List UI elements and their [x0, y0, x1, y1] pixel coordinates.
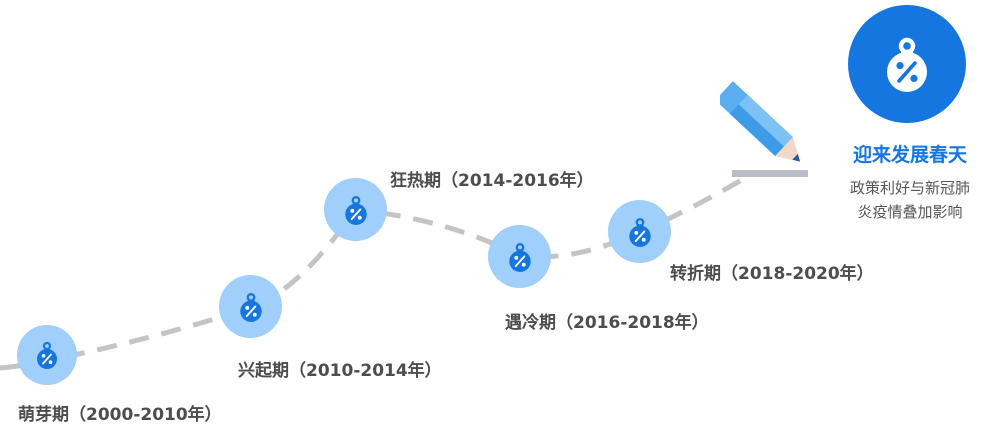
percent-bag-icon — [37, 341, 57, 369]
highlight-description: 政策利好与新冠肺 炎疫情叠加影响 — [832, 176, 988, 224]
stage-node-sprout — [17, 325, 77, 385]
stage-node-turning — [608, 200, 671, 263]
highlight-desc-line-1: 政策利好与新冠肺 — [849, 179, 970, 197]
stage-node-cold — [488, 225, 551, 288]
percent-bag-icon — [239, 292, 262, 322]
percent-bag-icon — [344, 195, 367, 225]
stage-node-frenzy — [324, 178, 387, 241]
percent-bag-icon — [628, 217, 651, 247]
stage-label-rise: 兴起期（2010-2014年） — [238, 361, 442, 381]
stage-label-turning: 转折期（2018-2020年） — [670, 264, 874, 284]
percent-bag-icon — [887, 37, 927, 92]
pencil-icon — [720, 81, 808, 177]
percent-bag-icon — [508, 242, 531, 272]
highlight-title: 迎来发展春天 — [852, 144, 967, 166]
stage-label-sprout: 萌芽期（2000-2010年） — [18, 405, 222, 425]
stage-label-frenzy: 狂热期（2014-2016年） — [390, 171, 594, 191]
highlight-node — [848, 5, 966, 123]
stage-label-cold: 遇冷期（2016-2018年） — [505, 313, 709, 333]
stage-node-rise — [219, 275, 282, 338]
highlight-desc-line-2: 炎疫情叠加影响 — [857, 203, 963, 221]
